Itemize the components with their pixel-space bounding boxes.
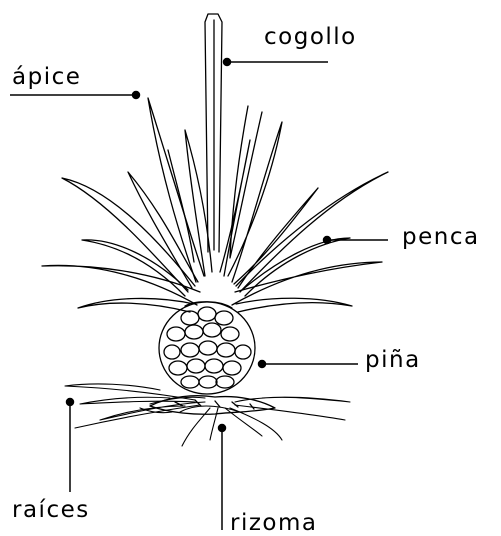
label-penca: penca bbox=[402, 226, 480, 249]
label-pina: piña bbox=[365, 349, 421, 372]
bud bbox=[205, 14, 222, 252]
label-apice: ápice bbox=[12, 66, 81, 89]
leader-lines bbox=[10, 59, 388, 531]
label-cogollo: cogollo bbox=[264, 26, 357, 49]
label-rizoma: rizoma bbox=[230, 512, 318, 535]
leaves bbox=[42, 98, 388, 312]
label-raices: raíces bbox=[12, 499, 90, 522]
pina-body bbox=[159, 302, 255, 394]
roots bbox=[65, 384, 350, 446]
